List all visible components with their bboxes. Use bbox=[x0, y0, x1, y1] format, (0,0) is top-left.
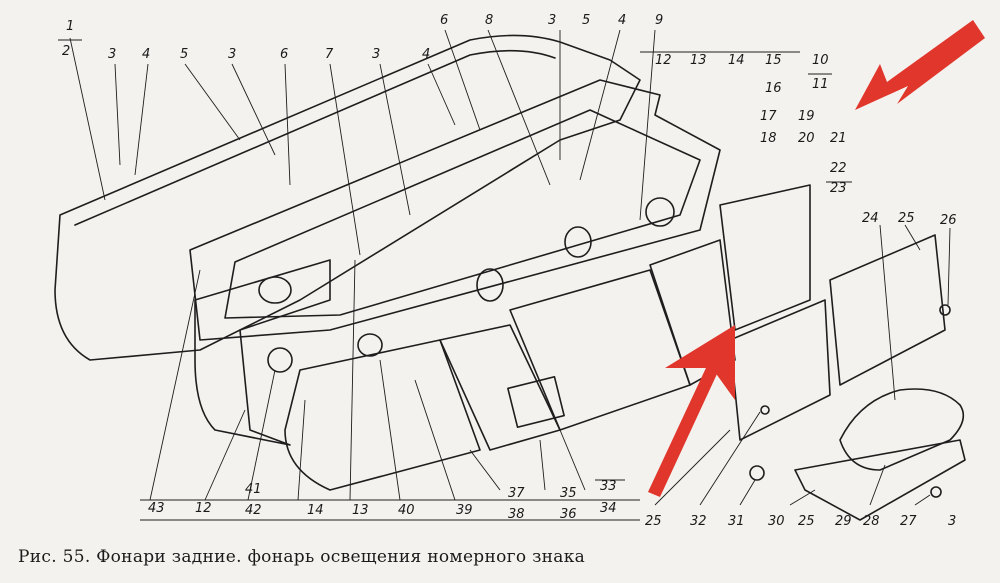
bulb-6 bbox=[267, 347, 293, 373]
label-38: 38 bbox=[508, 507, 525, 522]
plate-lamp-glass bbox=[729, 299, 831, 441]
label-3d: 3 bbox=[548, 13, 556, 28]
label-3c: 3 bbox=[372, 47, 380, 62]
screw-26 bbox=[939, 304, 951, 316]
label-4: 4 bbox=[142, 47, 150, 62]
label-40: 40 bbox=[398, 503, 415, 518]
label-29: 29 bbox=[835, 514, 852, 529]
label-5b: 5 bbox=[582, 13, 590, 28]
lens-center-reflex bbox=[509, 269, 691, 431]
label-30: 30 bbox=[768, 514, 785, 529]
label-15: 15 bbox=[765, 53, 782, 68]
plate-lamp-body bbox=[839, 388, 965, 471]
label-26: 26 bbox=[940, 213, 957, 228]
label-25: 25 bbox=[898, 211, 915, 226]
label-6b: 6 bbox=[440, 13, 448, 28]
label-10: 10 bbox=[812, 53, 829, 68]
label-9: 9 bbox=[655, 13, 663, 28]
label-7: 7 bbox=[325, 47, 334, 62]
screw-32 bbox=[760, 405, 770, 415]
red-arrow-upper-right bbox=[855, 20, 985, 110]
label-24: 24 bbox=[862, 211, 879, 226]
lens-left-curved bbox=[284, 339, 481, 491]
label-14b: 14 bbox=[307, 503, 324, 518]
red-arrow-middle-shaft bbox=[648, 355, 723, 497]
lens-right-2 bbox=[719, 184, 811, 331]
bulb-4 bbox=[564, 226, 592, 258]
label-36: 36 bbox=[560, 507, 577, 522]
label-2: 2 bbox=[62, 44, 70, 59]
label-18: 18 bbox=[760, 131, 777, 146]
label-12: 12 bbox=[655, 53, 672, 68]
nut-31 bbox=[749, 465, 765, 481]
label-12b: 12 bbox=[195, 501, 212, 516]
label-19: 19 bbox=[798, 109, 815, 124]
label-5: 5 bbox=[180, 47, 188, 62]
bulb-2 bbox=[357, 333, 383, 357]
label-14: 14 bbox=[728, 53, 745, 68]
red-arrow-middle-head bbox=[665, 325, 735, 400]
lamp-housing-cover bbox=[54, 34, 641, 361]
label-13: 13 bbox=[690, 53, 707, 68]
label-37: 37 bbox=[508, 486, 525, 501]
figure-caption: Рис. 55. Фонари задние. фонарь освещения… bbox=[18, 547, 586, 567]
gasket-left bbox=[194, 259, 331, 446]
label-28: 28 bbox=[863, 514, 880, 529]
housing-inner-edge bbox=[74, 49, 556, 226]
label-16: 16 bbox=[765, 81, 782, 96]
label-21: 21 bbox=[830, 131, 847, 146]
bulb-1 bbox=[258, 276, 292, 304]
plate-lamp-bracket bbox=[794, 439, 966, 521]
label-23: 23 bbox=[830, 181, 847, 196]
label-25c: 25 bbox=[798, 514, 815, 529]
mounting-frame bbox=[189, 79, 721, 341]
label-20: 20 bbox=[798, 131, 815, 146]
label-13b: 13 bbox=[352, 503, 369, 518]
label-41: 41 bbox=[245, 482, 262, 497]
label-4c: 4 bbox=[618, 13, 626, 28]
label-6: 6 bbox=[280, 47, 288, 62]
washer-27 bbox=[930, 486, 942, 498]
label-3: 3 bbox=[108, 47, 116, 62]
label-8: 8 bbox=[485, 13, 493, 28]
label-3b: 3 bbox=[228, 47, 236, 62]
label-17: 17 bbox=[760, 109, 777, 124]
bulb-3 bbox=[476, 268, 504, 302]
frame-inner-opening bbox=[224, 109, 701, 319]
label-1: 1 bbox=[66, 19, 74, 34]
label-39: 39 bbox=[456, 503, 473, 518]
reflector-insert bbox=[507, 375, 565, 429]
label-25b: 25 bbox=[645, 514, 662, 529]
label-22: 22 bbox=[830, 161, 847, 176]
label-34: 34 bbox=[600, 501, 617, 516]
label-11: 11 bbox=[812, 77, 829, 92]
label-35: 35 bbox=[560, 486, 577, 501]
label-33: 33 bbox=[600, 479, 617, 494]
label-3e: 3 bbox=[948, 514, 956, 529]
plate-lamp-gasket bbox=[829, 234, 946, 386]
bulb-5 bbox=[645, 197, 675, 227]
label-27: 27 bbox=[900, 514, 917, 529]
label-4b: 4 bbox=[422, 47, 430, 62]
label-32: 32 bbox=[690, 514, 707, 529]
label-42: 42 bbox=[245, 503, 262, 518]
label-31: 31 bbox=[728, 514, 745, 529]
label-43: 43 bbox=[148, 501, 165, 516]
